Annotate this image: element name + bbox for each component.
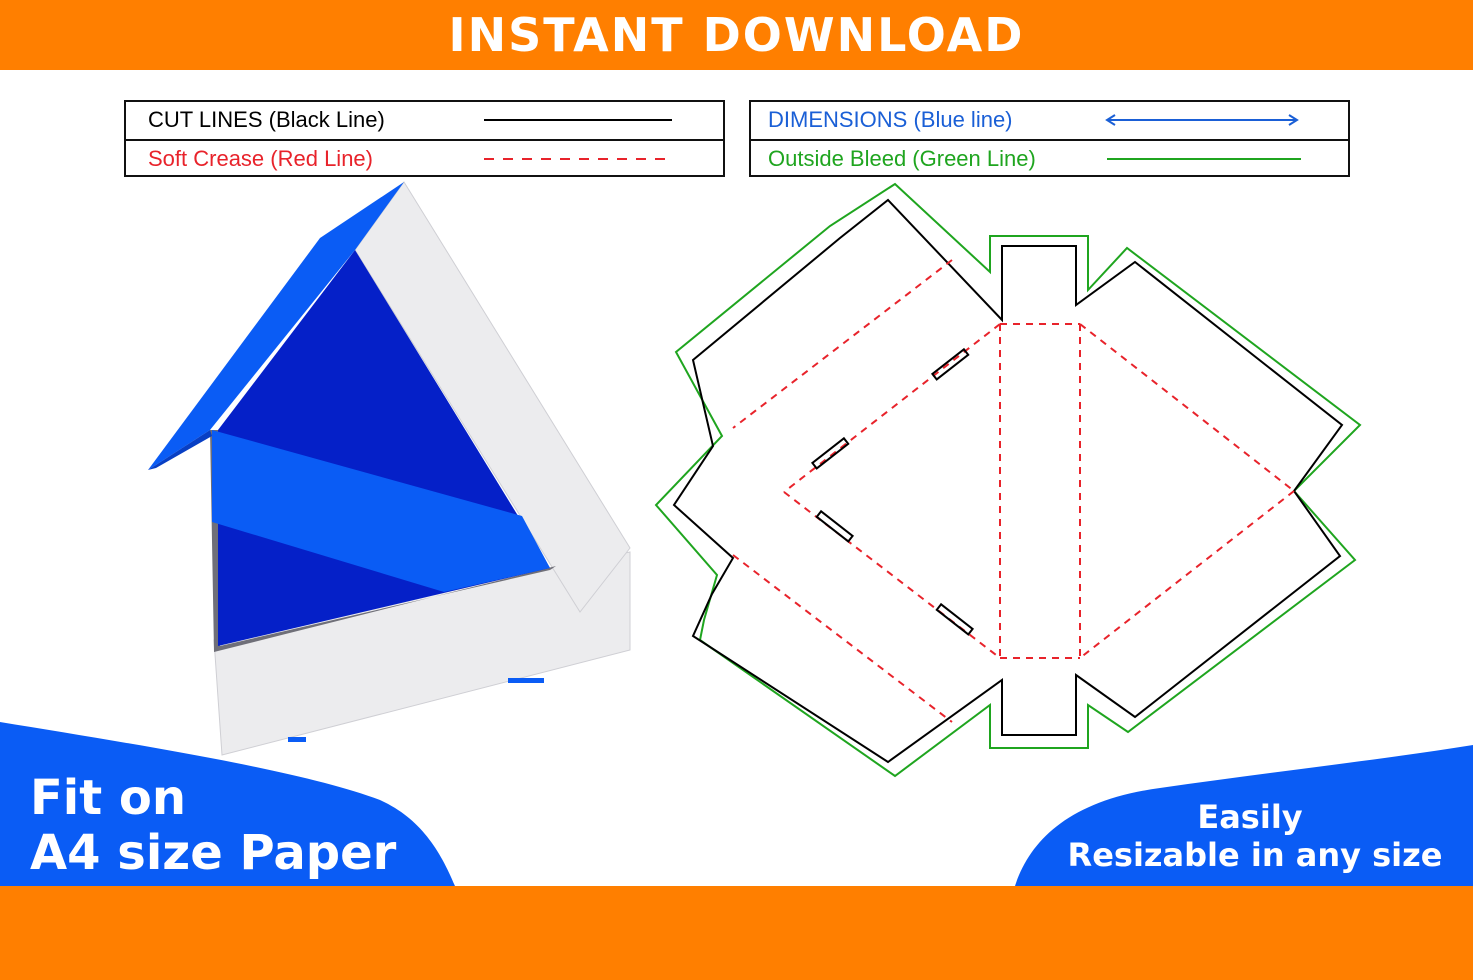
- crease-lines: [732, 259, 1295, 723]
- bleed-outline: [654, 182, 1362, 778]
- box-tab-right: [508, 678, 544, 683]
- box-tab-left: [288, 737, 306, 742]
- outside-bleed-label: Outside Bleed (Green Line): [768, 146, 1036, 171]
- dimensions-label: DIMENSIONS (Blue line): [768, 107, 1013, 132]
- resizable-text: Resizable in any size: [1067, 836, 1443, 874]
- legend-bleed-row: Outside Bleed (Green Line): [751, 139, 1348, 177]
- slot-4: [935, 602, 975, 636]
- fit-on-text: Fit on: [30, 770, 187, 826]
- dimension-arrow-sample: [1105, 114, 1299, 126]
- box-lid-edge: [148, 430, 212, 470]
- cut-line-sample: [484, 119, 672, 121]
- legend-right: DIMENSIONS (Blue line) Outside Bleed (Gr…: [749, 100, 1350, 177]
- crease-line-sample: [484, 158, 672, 160]
- left-blue-wave: [0, 722, 455, 886]
- cut-lines-label: CUT LINES (Black Line): [148, 107, 385, 132]
- slot-3: [815, 509, 855, 543]
- easily-text: Easily: [1197, 798, 1303, 836]
- top-banner: INSTANT DOWNLOAD: [0, 0, 1473, 70]
- bottom-banner: [0, 886, 1473, 980]
- lock-slots: [810, 347, 975, 636]
- slot-1: [930, 347, 970, 381]
- legend-left: CUT LINES (Black Line) Soft Crease (Red …: [124, 100, 725, 177]
- cut-outline: [672, 198, 1344, 764]
- right-blue-wave: [1015, 745, 1473, 886]
- box-lid: [148, 182, 404, 470]
- slot-2: [810, 436, 850, 470]
- banner-title: INSTANT DOWNLOAD: [448, 8, 1025, 62]
- legend-dimensions-row: DIMENSIONS (Blue line): [751, 102, 1348, 138]
- legend-cut-lines-row: CUT LINES (Black Line): [126, 102, 723, 138]
- legend-soft-crease-row: Soft Crease (Red Line): [126, 139, 723, 177]
- a4-size-text: A4 size Paper: [30, 825, 397, 881]
- soft-crease-label: Soft Crease (Red Line): [148, 146, 373, 171]
- bleed-line-sample: [1107, 158, 1301, 160]
- box-interior-band: [212, 430, 550, 592]
